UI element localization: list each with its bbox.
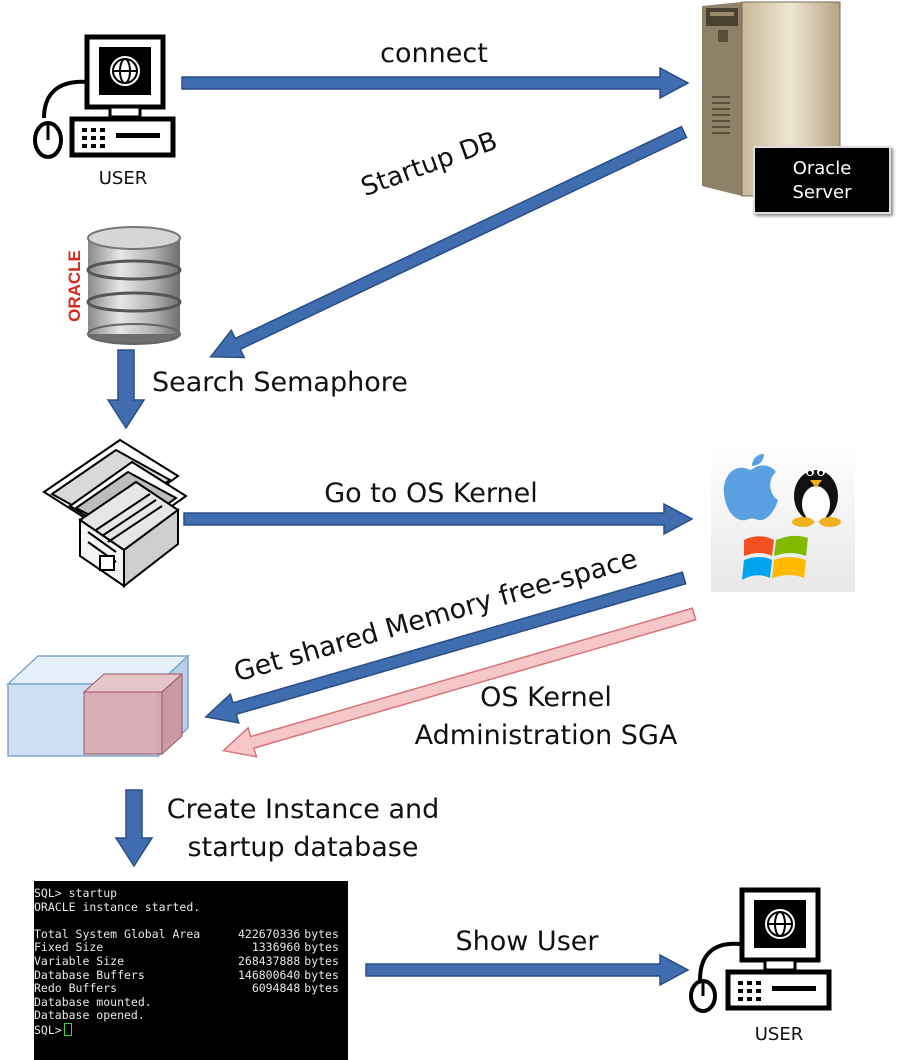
arrow-create-instance — [114, 789, 154, 868]
arrow-get-shared-memory — [204, 571, 687, 724]
terminal-line: Database opened. — [34, 1008, 145, 1023]
sga-row-name: Variable Size — [34, 953, 125, 968]
database-cylinder-icon — [86, 226, 182, 345]
arrow-go-to-os-kernel — [183, 502, 694, 536]
oracle-logo-text: ORACLE — [65, 250, 84, 322]
arrow-show-user — [365, 953, 690, 987]
step-os-kernel-line2: Administration SGA — [415, 720, 678, 751]
sga-row-unit: bytes — [304, 953, 339, 968]
computer-icon — [33, 34, 176, 159]
sga-row-unit: bytes — [304, 967, 339, 982]
step-os-kernel-line1: OS Kernel — [480, 682, 612, 713]
computer-icon-bottom — [689, 887, 832, 1013]
oracle-server-label: Oracle Server — [753, 146, 891, 214]
step-search-semaphore: Search Semaphore — [152, 367, 408, 398]
memory-block-icon — [6, 654, 190, 758]
terminal-prompt-line: SQL> — [34, 1022, 348, 1037]
server-label-line2: Server — [792, 182, 852, 203]
apple-logo-icon — [723, 454, 778, 521]
step-startup-db: Startup DB — [357, 126, 501, 203]
step-connect: connect — [380, 38, 488, 69]
server-label-line1: Oracle — [792, 158, 852, 179]
arrow-search-semaphore — [106, 349, 146, 430]
arrow-startup-db — [209, 125, 688, 359]
sga-row-value: 6094848 — [251, 981, 301, 996]
terminal-line: SQL> startup — [34, 886, 118, 900]
terminal-line: Database mounted. — [34, 994, 152, 1009]
arrow-connect — [181, 66, 690, 100]
arrow-os-kernel-admin — [221, 607, 697, 758]
sga-row-value: 1336960 — [251, 940, 301, 955]
sql-terminal: SQL> startup ORACLE instance started. To… — [34, 881, 348, 1060]
tux-penguin-icon — [792, 468, 841, 527]
terminal-blank-line — [34, 914, 348, 928]
step-get-shared-memory: Get shared Memory free-space — [231, 543, 641, 688]
step-show-user: Show User — [456, 926, 600, 957]
step-create-instance-line1: Create Instance and — [167, 794, 440, 825]
sga-row-name: Redo Buffers — [34, 981, 118, 996]
user-label-top: USER — [99, 168, 147, 189]
step-go-to-os-kernel: Go to OS Kernel — [324, 478, 538, 509]
step-create-instance-line2: startup database — [188, 832, 419, 863]
sga-row-name: Fixed Size — [34, 940, 104, 955]
sga-row-value: 268437888 — [237, 953, 301, 968]
terminal-prompt: SQL> — [34, 1022, 62, 1037]
sga-row-unit: bytes — [304, 926, 339, 941]
sga-row-name: Database Buffers — [34, 967, 145, 982]
sga-box — [82, 672, 184, 756]
sga-row-value: 146800640 — [237, 967, 301, 982]
terminal-cursor — [63, 1022, 72, 1036]
floppy-disks-icon — [42, 438, 188, 589]
sga-row-value: 422670336 — [237, 926, 301, 941]
user-label-bottom: USER — [755, 1024, 803, 1045]
sga-row-unit: bytes — [304, 981, 339, 996]
terminal-line: ORACLE instance started. — [34, 899, 201, 914]
sga-row-unit: bytes — [304, 940, 339, 955]
windows-logo-icon — [742, 535, 808, 580]
sga-row-name: Total System Global Area — [34, 926, 201, 941]
